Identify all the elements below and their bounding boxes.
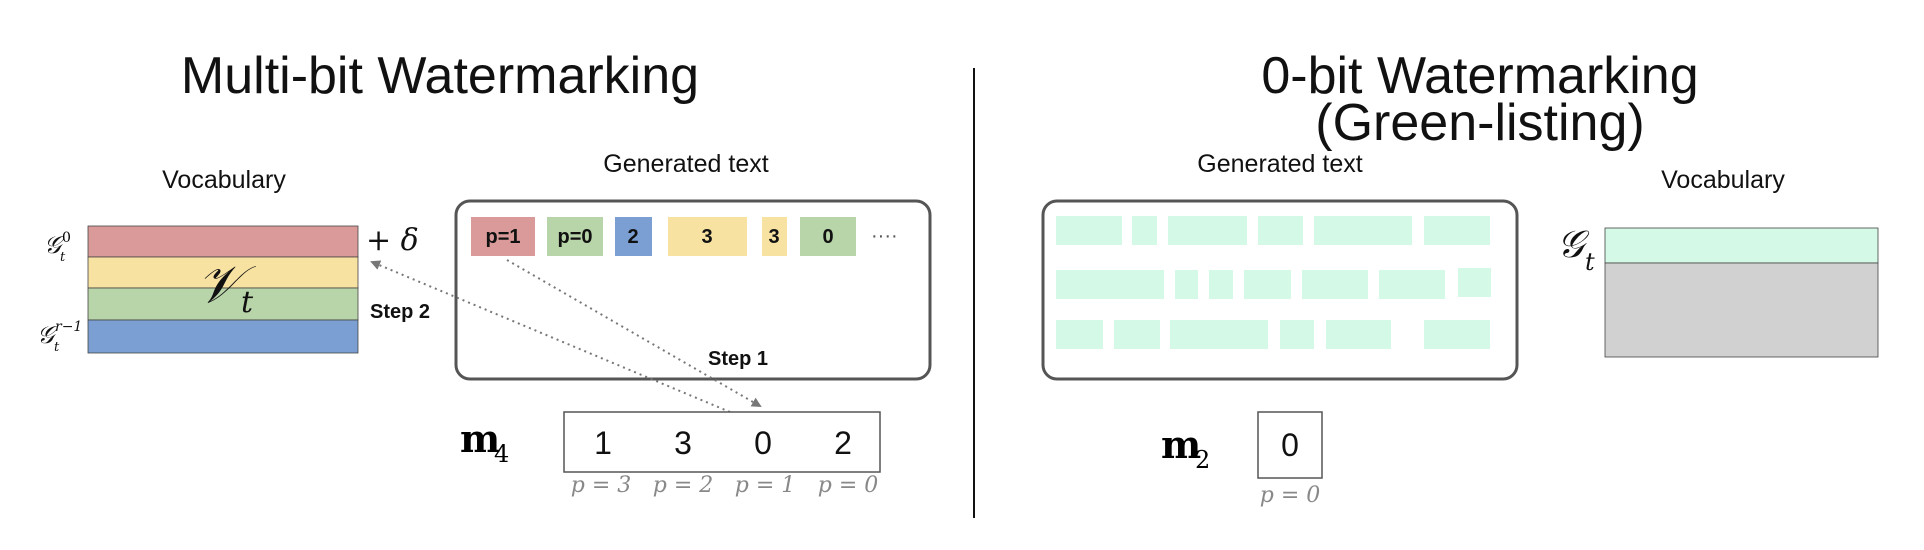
message-digit-3: 2 bbox=[834, 425, 852, 461]
position-label-3: p = 0 bbox=[818, 473, 879, 498]
green-token bbox=[1056, 270, 1164, 299]
g-top-symbol: 𝒢 bbox=[44, 231, 65, 259]
message-m4-symbol: m bbox=[460, 416, 500, 461]
token-3-label: 3 bbox=[701, 226, 712, 248]
green-token bbox=[1258, 216, 1303, 245]
green-token bbox=[1280, 320, 1314, 349]
token-row: p=1 p=0 2 3 3 0 ···· bbox=[471, 217, 898, 256]
green-token bbox=[1114, 320, 1160, 349]
token-4-label: 3 bbox=[768, 226, 779, 248]
green-token bbox=[1175, 270, 1198, 299]
token-4 bbox=[762, 217, 787, 256]
token-3 bbox=[668, 217, 747, 256]
position-label-0: p = 3 bbox=[571, 473, 632, 498]
green-token bbox=[1326, 320, 1391, 349]
g-top-sub: t bbox=[60, 250, 66, 265]
green-token bbox=[1209, 270, 1233, 299]
message-m4-box bbox=[563, 411, 881, 473]
token-0-label: p=1 bbox=[485, 226, 520, 248]
message-digit-2: 0 bbox=[754, 425, 772, 461]
green-token bbox=[1168, 216, 1247, 245]
green-token bbox=[1424, 320, 1490, 349]
token-5-label: 0 bbox=[822, 226, 833, 248]
message-m2-position: p = 0 bbox=[1260, 483, 1321, 508]
token-2 bbox=[615, 217, 652, 256]
position-label-1: p = 2 bbox=[653, 473, 714, 498]
green-token bbox=[1170, 320, 1268, 349]
token-0 bbox=[471, 217, 535, 256]
arrow-token-to-message bbox=[506, 259, 762, 407]
step-1-label: Step 1 bbox=[708, 348, 768, 370]
message-m2-sub: 2 bbox=[1195, 446, 1210, 474]
right-vocabulary-label: Vocabulary bbox=[1661, 166, 1785, 194]
red-list-band bbox=[1604, 262, 1879, 358]
multi-bit-title: Multi-bit Watermarking bbox=[181, 47, 699, 105]
vocab-band-yellow bbox=[87, 256, 359, 289]
green-token bbox=[1056, 216, 1122, 245]
message-m2-digit: 0 bbox=[1281, 427, 1299, 463]
message-m2-box bbox=[1257, 411, 1323, 479]
zero-bit-title-line1: 0-bit Watermarking bbox=[1261, 47, 1698, 105]
vocab-symbol-subscript: t bbox=[241, 285, 254, 320]
vocabulary-stack bbox=[87, 225, 359, 354]
vocab-band-green bbox=[87, 287, 359, 321]
green-token-grid bbox=[1056, 216, 1491, 349]
right-generated-text-label: Generated text bbox=[1197, 150, 1362, 178]
left-vocabulary-label: Vocabulary bbox=[162, 166, 286, 194]
message-digit-1: 3 bbox=[674, 425, 692, 461]
zero-bit-title-line2: (Green-listing) bbox=[1315, 94, 1644, 152]
g-bottom-sub: t bbox=[54, 340, 60, 355]
g-bottom-sup: r−1 bbox=[55, 319, 82, 335]
token-5 bbox=[800, 217, 856, 256]
g-green-sub: t bbox=[1585, 248, 1595, 276]
message-digit-0: 1 bbox=[594, 425, 612, 461]
green-token bbox=[1244, 270, 1291, 299]
plus-delta: + δ bbox=[366, 223, 419, 258]
green-token bbox=[1314, 216, 1412, 245]
left-generated-text-label: Generated text bbox=[603, 150, 768, 178]
green-token bbox=[1302, 270, 1368, 299]
green-list-band bbox=[1604, 227, 1879, 264]
token-2-label: 2 bbox=[627, 226, 638, 248]
position-label-2: p = 1 bbox=[735, 473, 796, 498]
vocab-band-blue bbox=[87, 319, 359, 354]
step-2-label: Step 2 bbox=[370, 301, 430, 323]
green-token bbox=[1132, 216, 1157, 245]
g-bottom-symbol: 𝒢 bbox=[37, 321, 58, 349]
vocab-band-red bbox=[87, 225, 359, 258]
message-m4-sub: 4 bbox=[494, 440, 509, 468]
token-1-label: p=0 bbox=[557, 226, 592, 248]
green-token bbox=[1458, 268, 1491, 297]
green-token bbox=[1056, 320, 1103, 349]
message-m2-symbol: m bbox=[1161, 422, 1201, 467]
g-top-sup: 0 bbox=[62, 230, 71, 246]
green-token bbox=[1379, 270, 1445, 299]
token-ellipsis: ···· bbox=[871, 225, 898, 247]
token-1 bbox=[547, 217, 603, 256]
green-token bbox=[1424, 216, 1490, 245]
